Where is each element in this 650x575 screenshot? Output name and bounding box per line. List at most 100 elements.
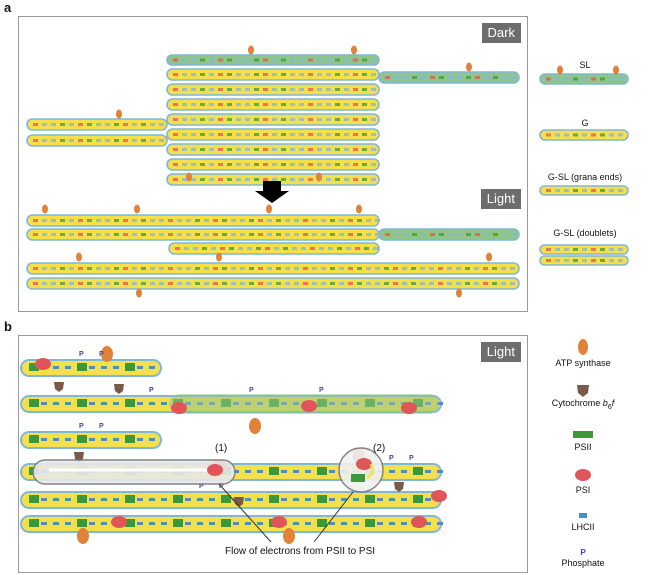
- stroma-lamella-protein: [385, 76, 390, 79]
- grana-membrane-protein: [182, 178, 187, 181]
- grana-membrane-protein: [173, 133, 178, 136]
- grana-membrane-protein: [236, 163, 241, 166]
- legend-g-graphic-protein: [555, 133, 560, 137]
- stroma-lamella-protein: [484, 233, 489, 236]
- grana-membrane-protein: [344, 148, 349, 151]
- grana-membrane-protein: [348, 219, 353, 222]
- grana-membrane-protein: [105, 233, 110, 236]
- grana-membrane-protein: [483, 267, 488, 270]
- psi-icon: [301, 400, 317, 412]
- grana-membrane-protein: [227, 163, 232, 166]
- grana-membrane-protein: [353, 118, 358, 121]
- panel-a-diagram: [26, 45, 520, 298]
- legend-sl-graphic-protein: [618, 77, 623, 81]
- psii-icon: [125, 495, 135, 503]
- legend-psi-label: PSI: [575, 485, 591, 495]
- grana-membrane-protein: [254, 73, 259, 76]
- grana-membrane-protein: [339, 233, 344, 236]
- phosphate-letter: P: [249, 387, 254, 394]
- grana-membrane-protein: [218, 163, 223, 166]
- lhcii-icon: [41, 402, 47, 405]
- legend-gsl-ends-graphic-protein: [591, 189, 596, 192]
- grana-membrane-protein: [330, 233, 335, 236]
- grana-membrane-protein: [87, 282, 92, 285]
- psii-icon: [77, 519, 87, 527]
- psii-icon: [173, 495, 183, 503]
- grana-membrane-protein: [114, 139, 119, 142]
- grana-membrane-protein: [299, 118, 304, 121]
- grana-membrane-protein: [335, 73, 340, 76]
- grana-membrane-protein: [231, 219, 236, 222]
- psii-icon: [365, 519, 375, 527]
- grana-membrane-protein: [191, 58, 196, 62]
- grana-membrane-protein: [123, 233, 128, 236]
- grana-membrane-protein: [366, 219, 371, 222]
- legend-gsl-ends-graphic-protein: [609, 189, 614, 192]
- grana-membrane-protein: [474, 267, 479, 270]
- grana-membrane-protein: [335, 178, 340, 181]
- grana-membrane-protein: [492, 282, 497, 285]
- legend-phosphate-label: Phosphate: [561, 558, 605, 568]
- stroma-lamella-protein: [394, 76, 399, 79]
- grana-membrane-protein: [177, 219, 182, 222]
- lhcii-icon: [245, 522, 251, 525]
- grana-membrane-protein: [245, 118, 250, 121]
- grana-membrane-protein: [371, 163, 376, 166]
- psi-icon: [271, 516, 287, 528]
- lhcii-icon: [89, 522, 95, 525]
- grana-membrane-protein: [276, 282, 281, 285]
- legend-sl-graphic-protein: [555, 77, 560, 81]
- grana-membrane-protein: [353, 178, 358, 181]
- legend-gsl-doublets-label: G-SL (doublets): [553, 228, 617, 238]
- grana-membrane-protein: [150, 219, 155, 222]
- grana-membrane-protein: [200, 178, 205, 181]
- grana-membrane-protein: [281, 133, 286, 136]
- legend-sl-graphic-protein: [582, 77, 587, 81]
- grana-membrane-protein: [218, 148, 223, 151]
- grana-membrane-protein: [330, 282, 335, 285]
- cytochrome-icon: [114, 384, 124, 394]
- stroma-lamella-protein: [511, 76, 516, 79]
- grana-membrane-protein: [317, 133, 322, 136]
- grana-membrane-protein: [364, 247, 369, 250]
- grana-membrane-protein: [231, 282, 236, 285]
- grana-membrane-protein: [238, 247, 243, 250]
- grana-membrane-protein: [150, 282, 155, 285]
- legend-cyt-icon: [577, 385, 589, 397]
- grana-membrane-protein: [159, 219, 164, 222]
- stroma-lamella-protein: [493, 76, 498, 79]
- lhcii-icon: [113, 402, 119, 405]
- legend-sl-graphic-protein: [609, 77, 614, 81]
- lhcii-icon: [161, 522, 167, 525]
- grana-membrane-protein: [114, 219, 119, 222]
- grana-membrane: [26, 277, 520, 290]
- grana-membrane-protein: [123, 123, 128, 126]
- grana-membrane-protein: [173, 103, 178, 106]
- grana-membrane-protein: [281, 103, 286, 106]
- legend-gsl-doublets-graphic-protein: [591, 248, 596, 251]
- grana-membrane-protein: [281, 118, 286, 121]
- flow-caption: Flow of electrons from PSII to PSI: [225, 546, 376, 557]
- grana-membrane-protein: [357, 282, 362, 285]
- lhcii-icon: [101, 438, 107, 441]
- grana-membrane-protein: [393, 267, 398, 270]
- legend-sl-label: SL: [579, 60, 591, 70]
- lhcii-icon: [185, 498, 191, 501]
- grana-membrane-protein: [87, 139, 92, 142]
- atp-synthase-icon: [76, 252, 82, 262]
- grana-membrane-protein: [177, 267, 182, 270]
- grana-membrane-protein: [159, 233, 164, 236]
- grana-membrane-protein: [132, 233, 137, 236]
- grana-membrane-protein: [236, 103, 241, 106]
- dark-tag: Dark: [481, 23, 521, 43]
- atp-synthase-icon: [356, 204, 362, 214]
- grana-membrane-protein: [132, 282, 137, 285]
- grana-membrane-protein: [60, 219, 65, 222]
- legend-gsl-doublets-graphic-protein: [546, 259, 551, 262]
- grana-membrane-protein: [245, 88, 250, 91]
- grana-membrane-protein: [236, 73, 241, 76]
- grana-membrane-protein: [272, 163, 277, 166]
- grana-membrane-protein: [220, 247, 225, 250]
- grana-membrane-protein: [281, 73, 286, 76]
- grana-membrane-protein: [254, 88, 259, 91]
